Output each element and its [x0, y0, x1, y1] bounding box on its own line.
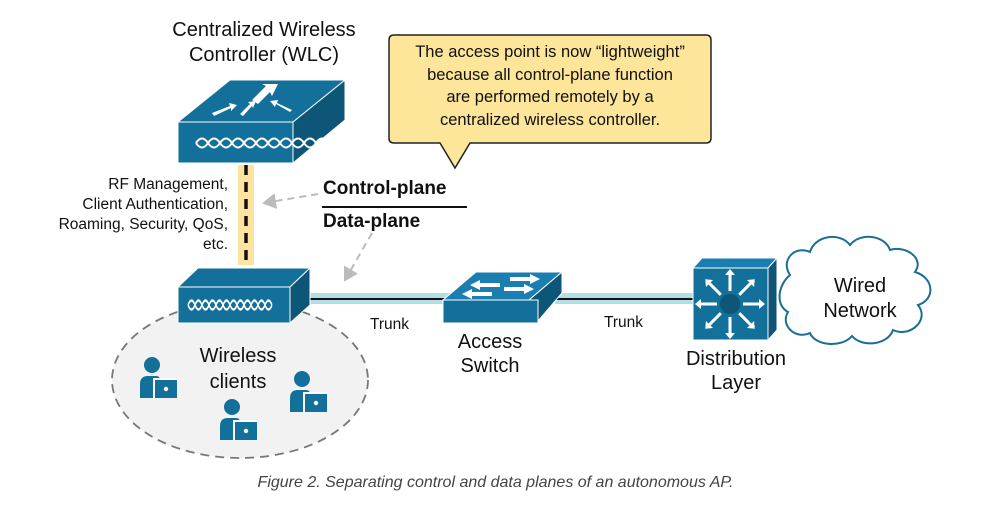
callout-line: The access point is now “lightweight”: [415, 43, 685, 61]
control-function-line: Roaming, Security, QoS,: [58, 216, 228, 233]
callout-line: because all control-plane function: [427, 65, 673, 84]
access-switch-line2: Switch: [460, 355, 520, 377]
radial-arrow-shaft: [738, 282, 752, 296]
callout-bubble: [388, 34, 712, 170]
data-plane-pointer-arrow: [344, 232, 373, 282]
trunk-label-left: Trunk: [370, 316, 410, 333]
radial-arrow-shaft: [738, 312, 752, 326]
wireless-clients-label: Wireless clients: [183, 343, 293, 395]
trunk-link-switch-distribution: [555, 293, 695, 304]
access-switch-label: Access Switch: [440, 330, 540, 378]
callout-line: centralized wireless controller.: [439, 110, 661, 129]
wlc-title-line2: Controller (WLC): [188, 44, 340, 66]
control-plane-link: [238, 165, 254, 265]
data-plane-label: Data-plane: [323, 211, 421, 232]
radial-arrow-head: [695, 299, 701, 309]
distribution-line2: Layer: [710, 372, 762, 394]
wlc-title-line1: Centralized Wireless: [172, 19, 356, 41]
radial-arrow-head: [725, 333, 735, 339]
access-point-icon: [176, 266, 312, 325]
radial-arrow-shaft: [708, 282, 722, 296]
wired-network-line1: Wired: [833, 275, 887, 297]
callout-text: The access point is now “lightweight” be…: [390, 41, 710, 131]
radial-arrow-shaft: [708, 312, 722, 326]
distribution-line1: Distribution: [685, 348, 787, 370]
wired-network-line2: Network: [823, 300, 897, 322]
cloud-icon: [778, 235, 932, 345]
wireless-clients-line2: clients: [209, 371, 267, 393]
wireless-client-area: [111, 301, 369, 459]
wlc-title: Centralized Wireless Controller (WLC): [150, 18, 378, 68]
radial-arrow-head: [746, 279, 755, 288]
wired-network-label: Wired Network: [800, 274, 920, 324]
radial-arrow-head: [725, 269, 735, 275]
radial-arrow-head: [705, 320, 714, 329]
wireless-controller-icon: [176, 78, 347, 165]
wireless-clients-line1: Wireless: [199, 345, 277, 367]
control-function-line: Client Authentication,: [82, 196, 228, 213]
multilayer-switch-icon: [691, 256, 779, 342]
distribution-layer-label: Distribution Layer: [672, 347, 800, 395]
control-plane-pointer-arrow: [262, 193, 319, 209]
callout-line: are performed remotely by a: [446, 88, 654, 106]
trunk-link-ap-switch: [305, 293, 455, 304]
access-switch-line1: Access: [457, 331, 523, 353]
trunk-label-right: Trunk: [604, 314, 644, 331]
radial-arrow-head: [759, 299, 765, 309]
laptop-user-icon: [140, 357, 177, 398]
radial-arrow-head: [705, 279, 714, 288]
laptop-user-icon: [220, 399, 257, 440]
switch-icon: [441, 270, 564, 324]
control-function-line: etc.: [203, 236, 228, 253]
control-function-line: RF Management,: [108, 176, 228, 193]
figure-caption: Figure 2. Separating control and data pl…: [257, 474, 734, 491]
control-plane-label: Control-plane: [323, 178, 447, 199]
radial-arrow-head: [746, 320, 755, 329]
laptop-user-icon: [290, 371, 327, 412]
control-functions-label: RF Management, Client Authentication, Ro…: [10, 175, 228, 255]
